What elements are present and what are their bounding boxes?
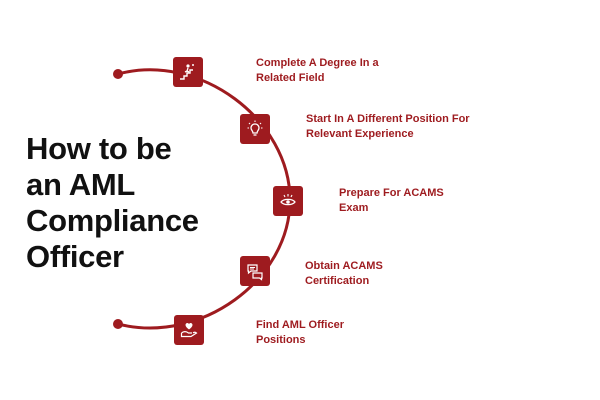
lightbulb-icon: [247, 120, 263, 136]
heart-in-hand-icon: [180, 323, 198, 338]
step-3-label: Prepare For ACAMS Exam: [339, 187, 444, 214]
step-1-icon-box: [173, 57, 203, 87]
title-line-2: an AML: [26, 167, 135, 202]
step-4-icon-box: [240, 256, 270, 286]
step-5-label: Find AML Officer Positions: [256, 319, 344, 346]
chat-bubbles-icon: [247, 264, 263, 281]
person-climbing-stairs-icon: [180, 64, 194, 80]
timeline-curve: [116, 68, 292, 330]
timeline-end-dot: [113, 319, 123, 329]
step-2-label: Start In A Different Position For Releva…: [306, 113, 470, 140]
step-5-icon-box: [174, 315, 204, 345]
title-line-1: How to be: [26, 131, 172, 166]
step-4-label: Obtain ACAMS Certification: [305, 260, 383, 287]
step-1-label: Complete A Degree In a Related Field: [256, 57, 379, 84]
step-3-icon-box: [273, 186, 303, 216]
page-title: How to be an AML Compliance Officer: [26, 131, 236, 275]
step-2-icon-box: [240, 114, 270, 144]
title-line-3: Compliance: [26, 203, 199, 238]
timeline-start-dot: [113, 69, 123, 79]
title-line-4: Officer: [26, 239, 124, 274]
eye-icon: [280, 194, 296, 206]
